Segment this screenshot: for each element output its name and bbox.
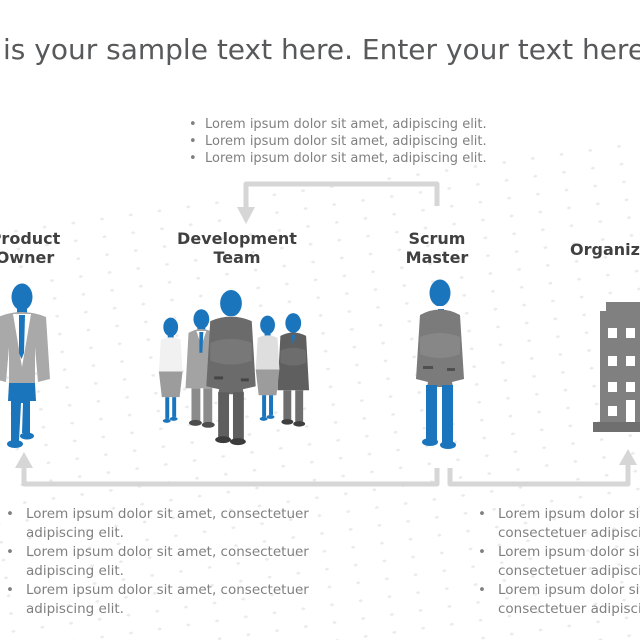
bullet-text: Lorem ipsum dolor sit amet, consectetuer… (498, 582, 640, 617)
arrow-down-icon (237, 207, 255, 224)
bullet-marker: • (478, 582, 486, 598)
bullet-marker: • (6, 544, 14, 560)
bullet-text: Lorem ipsum dolor sit amet, consectetuer… (26, 544, 309, 579)
bullet-text: Lorem ipsum dolor sit amet, consectetuer… (26, 506, 309, 541)
bullet-text: Lorem ipsum dolor sit amet, consectetuer… (26, 582, 309, 617)
bullet-text: Lorem ipsum dolor sit amet, adipiscing e… (205, 134, 487, 149)
role-label-line: Team (213, 248, 261, 267)
bullet-item: • Lorem ipsum dolor sit amet, consectetu… (6, 543, 336, 581)
bullet-text: Lorem ipsum dolor sit amet, consectetuer… (498, 506, 640, 541)
bullet-item: • Lorem ipsum dolor sit amet, adipiscing… (189, 116, 487, 133)
bullet-marker: • (478, 506, 486, 522)
role-label-development-team: Development Team (157, 229, 317, 267)
bullet-item: • Lorem ipsum dolor sit amet, consectetu… (478, 581, 640, 619)
bullet-marker: • (478, 544, 486, 560)
bullet-item: • Lorem ipsum dolor sit amet, consectetu… (478, 505, 640, 543)
bullet-item: • Lorem ipsum dolor sit amet, consectetu… (6, 581, 336, 619)
bullet-marker: • (189, 117, 197, 132)
scrum-master-person-icon (408, 279, 470, 453)
product-owner-person-icon (0, 283, 62, 455)
bullet-marker: • (6, 506, 14, 522)
bullet-marker: • (6, 582, 14, 598)
bullet-item: • Lorem ipsum dolor sit amet, consectetu… (478, 543, 640, 581)
slide-title: is your sample text here. Enter your tex… (3, 33, 640, 66)
connector-bottom-right (447, 464, 631, 487)
role-label-line: Owner (0, 248, 55, 267)
development-team-people-group-icon (147, 289, 315, 450)
arrow-up-icon (619, 449, 637, 465)
bottom-right-bullet-list: • Lorem ipsum dolor sit amet, consectetu… (478, 505, 640, 619)
role-label-line: Development (177, 229, 297, 248)
arrow-up-icon (15, 452, 33, 468)
top-bullet-list: • Lorem ipsum dolor sit amet, adipiscing… (189, 116, 487, 167)
role-label-line: Organization (570, 240, 640, 259)
connector-bottom-left (21, 461, 440, 487)
organization-building-icon (593, 302, 640, 432)
role-label-line: Master (405, 248, 469, 267)
role-label-line: Scrum (408, 229, 466, 248)
role-label-product-owner: Product Owner (0, 229, 105, 267)
bullet-text: Lorem ipsum dolor sit amet, adipiscing e… (205, 151, 487, 166)
bullet-marker: • (189, 134, 197, 149)
bullet-item: • Lorem ipsum dolor sit amet, consectetu… (6, 505, 336, 543)
bullet-marker: • (189, 151, 197, 166)
role-label-scrum-master: Scrum Master (357, 229, 517, 267)
bullet-item: • Lorem ipsum dolor sit amet, adipiscing… (189, 150, 487, 167)
bullet-text: Lorem ipsum dolor sit amet, consectetuer… (498, 544, 640, 579)
bullet-text: Lorem ipsum dolor sit amet, adipiscing e… (205, 117, 487, 132)
connector-top (243, 181, 440, 211)
role-label-line: Product (0, 229, 61, 248)
role-label-organization: Organization (570, 240, 640, 259)
bullet-item: • Lorem ipsum dolor sit amet, adipiscing… (189, 133, 487, 150)
bottom-left-bullet-list: • Lorem ipsum dolor sit amet, consectetu… (6, 505, 336, 619)
